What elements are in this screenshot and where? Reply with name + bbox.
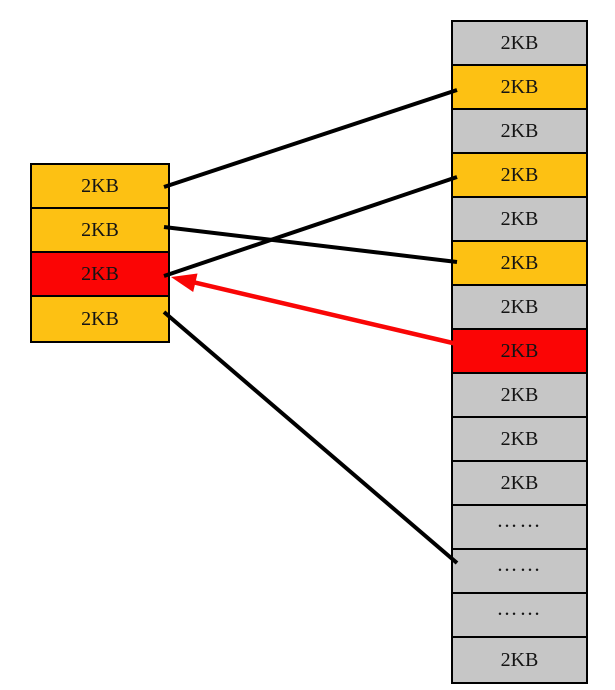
memory-block-right-14: 2KB <box>453 638 586 682</box>
block-label: 2KB <box>81 219 119 241</box>
memory-block-right-3: 2KB <box>453 154 586 198</box>
memory-block-left-3: 2KB <box>32 297 168 341</box>
mapping-line <box>163 88 458 189</box>
memory-block-right-10: 2KB <box>453 462 586 506</box>
memory-block-left-2: 2KB <box>32 253 168 297</box>
memory-block-right-2: 2KB <box>453 110 586 154</box>
memory-block-right-13: …… <box>453 594 586 638</box>
memory-block-right-6: 2KB <box>453 286 586 330</box>
memory-block-right-0: 2KB <box>453 22 586 66</box>
block-label: …… <box>496 507 543 532</box>
block-label: 2KB <box>500 296 539 318</box>
mapping-arrow-head <box>171 273 198 292</box>
block-label: 2KB <box>500 252 539 274</box>
memory-block-left-0: 2KB <box>32 165 168 209</box>
block-label: 2KB <box>81 263 119 285</box>
block-label: 2KB <box>500 76 539 98</box>
memory-block-right-11: …… <box>453 506 586 550</box>
block-label: 2KB <box>500 472 539 494</box>
right-memory-column: 2KB 2KB 2KB 2KB 2KB 2KB 2KB 2KB 2KB 2KB 2KB …… …… …… 2… <box>451 20 588 684</box>
memory-block-right-7: 2KB <box>453 330 586 374</box>
block-label: 2KB <box>500 428 539 450</box>
block-label: 2KB <box>500 164 539 186</box>
memory-block-left-1: 2KB <box>32 209 168 253</box>
block-label: 2KB <box>500 649 539 671</box>
memory-block-right-1: 2KB <box>453 66 586 110</box>
block-label: …… <box>496 595 543 620</box>
block-label: 2KB <box>500 384 539 406</box>
mapping-line <box>162 310 459 565</box>
mapping-arrow-shaft <box>192 280 458 347</box>
memory-block-right-8: 2KB <box>453 374 586 418</box>
block-label: 2KB <box>81 175 119 197</box>
block-label: 2KB <box>500 120 539 142</box>
block-label: 2KB <box>81 308 119 330</box>
mapping-line <box>163 175 458 278</box>
memory-block-right-5: 2KB <box>453 242 586 286</box>
block-label: …… <box>496 551 543 576</box>
mapping-line <box>163 225 458 264</box>
block-label: 2KB <box>500 340 539 362</box>
block-label: 2KB <box>500 32 539 54</box>
block-label: 2KB <box>500 208 539 230</box>
memory-block-right-12: …… <box>453 550 586 594</box>
memory-block-right-4: 2KB <box>453 198 586 242</box>
left-memory-column: 2KB 2KB 2KB 2KB <box>30 163 170 343</box>
memory-block-right-9: 2KB <box>453 418 586 462</box>
